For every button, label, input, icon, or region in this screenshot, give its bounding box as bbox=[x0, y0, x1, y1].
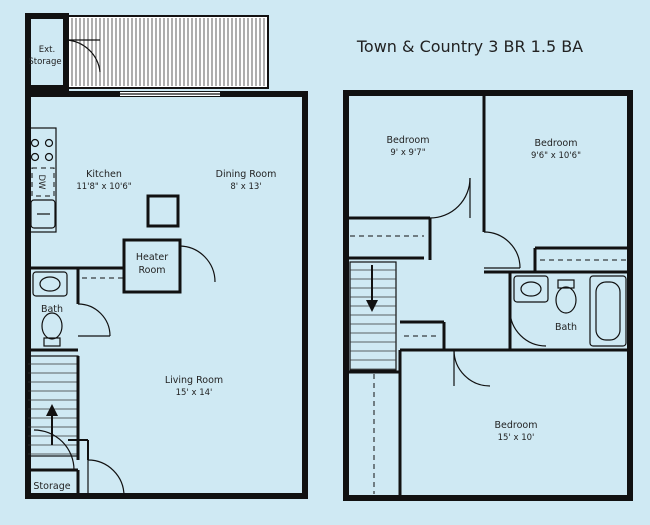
bath-sink bbox=[32, 271, 68, 297]
second-floor-outline bbox=[343, 90, 633, 501]
kitchen-counter bbox=[27, 127, 57, 233]
bedroom3-label: Bedroom bbox=[495, 420, 538, 431]
kitchen-label: Kitchen bbox=[86, 169, 122, 180]
dining-room-dims: 8' x 13' bbox=[230, 182, 261, 192]
patio-hatch bbox=[71, 18, 265, 86]
bedroom1-label: Bedroom bbox=[387, 135, 430, 146]
stairs-down-arrowhead bbox=[366, 300, 378, 312]
heater-room-label-2: Room bbox=[138, 265, 165, 276]
bedroom2-dims: 9'6" x 10'6" bbox=[531, 151, 581, 161]
dishwasher bbox=[31, 167, 55, 197]
stove-burner bbox=[30, 152, 40, 162]
stove-burner bbox=[30, 138, 40, 148]
first-floor: Ext. Storage DW Kitchen 11'8" x 10'6" Di… bbox=[25, 13, 308, 499]
upstairs-sink-bowl bbox=[520, 281, 542, 297]
front-door-swing bbox=[87, 459, 125, 497]
upstairs-toilet-tank bbox=[557, 279, 575, 289]
kitchen-sink bbox=[30, 199, 56, 229]
stair-door-swing bbox=[33, 429, 75, 471]
bathtub-basin bbox=[595, 281, 621, 341]
upstairs-toilet bbox=[555, 286, 577, 314]
ext-storage-label-1: Ext. bbox=[39, 45, 55, 55]
ext-storage-door-swing bbox=[65, 39, 101, 73]
stove-burner bbox=[44, 152, 54, 162]
toilet-tank bbox=[43, 337, 61, 347]
bedroom2-door-swing bbox=[483, 231, 521, 269]
heater-room-label-1: Heater bbox=[136, 252, 168, 263]
fridge bbox=[146, 194, 180, 228]
bath-sink-bowl bbox=[39, 276, 61, 292]
bedroom1-door-swing bbox=[429, 177, 471, 219]
upstairs-bath-label: Bath bbox=[555, 322, 577, 333]
upstairs-bath-sink bbox=[513, 275, 549, 303]
stove-burner bbox=[44, 138, 54, 148]
bathtub bbox=[589, 275, 627, 347]
bedroom1-dims: 9' x 9'7" bbox=[390, 148, 425, 158]
bedroom3-dims: 15' x 10' bbox=[498, 433, 535, 443]
upstairs-stairs bbox=[349, 261, 397, 371]
second-floor: Bedroom 9' x 9'7" Bedroom 9'6" x 10'6" B… bbox=[343, 90, 633, 501]
bath-door-swing bbox=[77, 303, 111, 337]
living-room-dims: 15' x 14' bbox=[176, 388, 213, 398]
kitchen-dims: 11'8" x 10'6" bbox=[76, 182, 131, 192]
bath-label: Bath bbox=[41, 304, 63, 315]
dining-room-label: Dining Room bbox=[216, 169, 277, 180]
bedroom2-label: Bedroom bbox=[535, 138, 578, 149]
heater-door-swing bbox=[179, 245, 216, 283]
stairs-up-arrowhead bbox=[46, 404, 58, 416]
ext-storage-room bbox=[25, 13, 69, 91]
dishwasher-label: DW bbox=[36, 175, 46, 191]
storage-label: Storage bbox=[33, 481, 70, 492]
ext-storage-label-2: Storage bbox=[28, 57, 61, 67]
upstairs-bath-door-swing bbox=[509, 309, 547, 347]
bedroom3-door-swing bbox=[453, 349, 491, 387]
plan-title: Town & Country 3 BR 1.5 BA bbox=[356, 37, 583, 56]
toilet bbox=[41, 312, 63, 340]
living-room-label: Living Room bbox=[165, 375, 223, 386]
